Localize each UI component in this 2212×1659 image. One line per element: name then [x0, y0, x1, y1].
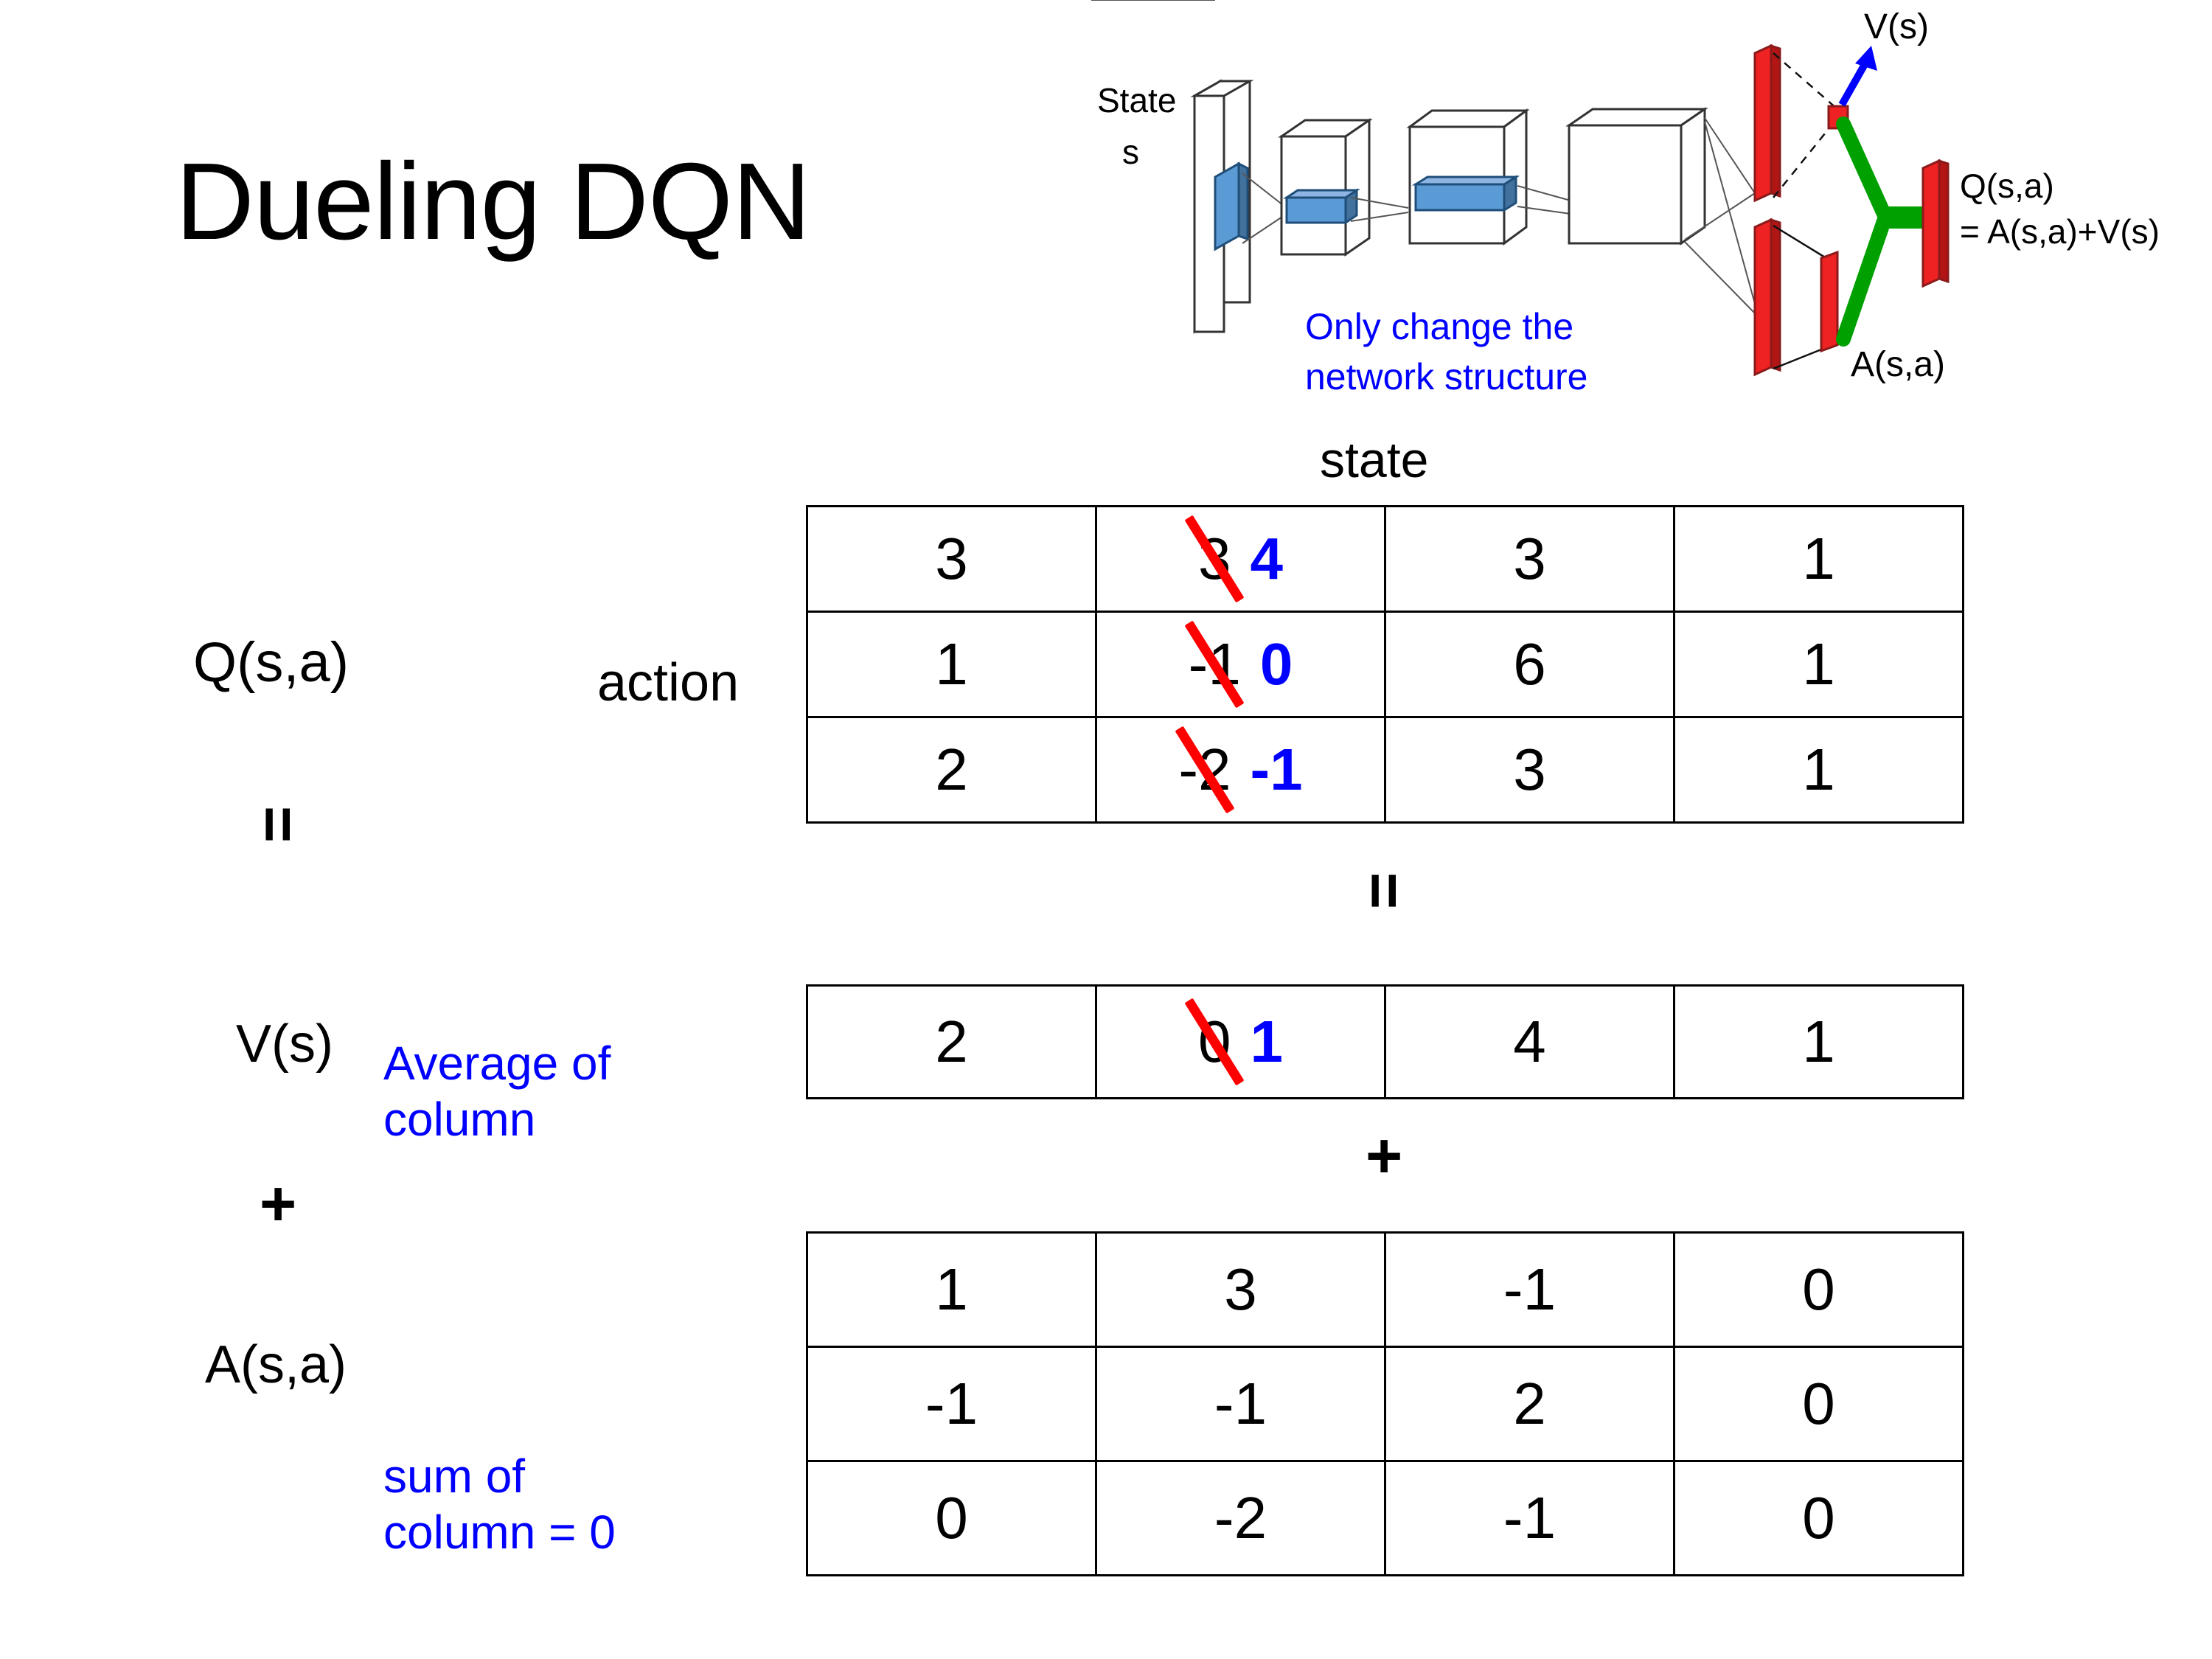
cell-value: 1 — [1802, 1009, 1835, 1074]
table-row: -1 -1 2 0 — [806, 1346, 1964, 1462]
cell-value: 1 — [1802, 526, 1835, 591]
table-cell[interactable]: 1 — [1673, 984, 1964, 1099]
equals-operator-center: = — [1349, 859, 1419, 922]
cell-value: 3 — [1513, 526, 1546, 591]
new-value: 0 — [1259, 631, 1293, 697]
table-row: 3 3 4 3 1 — [806, 505, 1964, 613]
diagram-q-label-line1: Q(s,a) — [1960, 167, 2054, 205]
table-cell-edited[interactable]: 0 1 — [1095, 984, 1386, 1099]
cell-value: 4 — [1513, 1009, 1546, 1074]
table-cell[interactable]: 0 — [1673, 1346, 1964, 1462]
table-cell[interactable]: 1 — [1673, 611, 1964, 718]
old-value: -2 — [1175, 726, 1235, 814]
table-row: 1 -1 0 6 1 — [806, 611, 1964, 718]
diagram-note-line1: Only change the — [1305, 306, 1573, 347]
diagram-note-line2: network structure — [1305, 356, 1587, 397]
cell-value: 1 — [1802, 737, 1835, 802]
equals-glyph: = — [243, 805, 314, 844]
cell-value: 2 — [935, 737, 968, 802]
table-cell[interactable]: 1 — [806, 611, 1097, 718]
table-cell[interactable]: 2 — [806, 716, 1097, 824]
cell-value: -2 — [1214, 1485, 1267, 1551]
table-cell[interactable]: 3 — [806, 505, 1097, 613]
table-cell[interactable]: 3 — [1095, 1231, 1386, 1348]
new-value: 1 — [1250, 1009, 1284, 1074]
cell-value: 1 — [935, 631, 968, 697]
sum-of-column-note: sum of column = 0 — [383, 1450, 616, 1559]
cell-value: 1 — [1802, 631, 1835, 697]
table-cell[interactable]: 0 — [1673, 1231, 1964, 1348]
cell-value: -1 — [925, 1371, 978, 1436]
edited-cell: -1 0 — [1184, 620, 1293, 709]
table-cell[interactable]: 0 — [806, 1460, 1097, 1576]
table-cell-edited[interactable]: -1 0 — [1095, 611, 1386, 718]
table-cell-edited[interactable]: -2 -1 — [1095, 716, 1386, 824]
cell-value: 3 — [1513, 737, 1546, 802]
table-cell[interactable]: 1 — [1673, 505, 1964, 613]
table-cell[interactable]: 0 — [1673, 1460, 1964, 1576]
state-axis-label: state — [1320, 432, 1429, 488]
table-cell-edited[interactable]: 3 4 — [1095, 505, 1386, 613]
old-value: 3 — [1184, 515, 1245, 603]
page-title: Dueling DQN — [175, 141, 811, 262]
diagram-state-label-line2: s — [1122, 133, 1139, 171]
cell-value: 0 — [1802, 1256, 1835, 1322]
q-function-label: Q(s,a) — [193, 631, 349, 694]
cell-value: 6 — [1513, 631, 1546, 697]
average-of-column-note: Average of column — [383, 1037, 611, 1146]
table-cell[interactable]: 1 — [1673, 716, 1964, 824]
edited-cell: 0 1 — [1184, 998, 1284, 1086]
diagram-a-label: A(s,a) — [1851, 345, 1945, 384]
equals-operator-left: = — [243, 793, 313, 856]
diagram-state-label-line1: State — [1097, 81, 1176, 119]
table-cell[interactable]: 3 — [1384, 716, 1675, 824]
plus-operator-left: + — [260, 1169, 297, 1239]
cell-value: 3 — [935, 526, 968, 591]
action-axis-label: action — [597, 653, 740, 712]
cell-value: 0 — [1802, 1371, 1835, 1436]
table-cell[interactable]: -2 — [1095, 1460, 1386, 1576]
table-cell[interactable]: 1 — [806, 1231, 1097, 1348]
table-cell[interactable]: 6 — [1384, 611, 1675, 718]
cell-value: -1 — [1214, 1371, 1267, 1436]
old-value: -1 — [1184, 620, 1245, 709]
equals-glyph: = — [1349, 872, 1420, 910]
cell-value: 3 — [1224, 1256, 1257, 1322]
v-function-label: V(s) — [236, 1015, 333, 1074]
table-row: 2 0 1 4 1 — [806, 984, 1964, 1099]
cell-value: -1 — [1503, 1485, 1557, 1551]
a-function-label: A(s,a) — [205, 1335, 347, 1394]
v-value-table: 2 0 1 4 1 — [806, 984, 1964, 1099]
table-row: 2 -2 -1 3 1 — [806, 716, 1964, 824]
plus-operator-center: + — [1366, 1121, 1403, 1192]
new-value: 4 — [1250, 526, 1284, 591]
table-cell[interactable]: -1 — [1095, 1346, 1386, 1462]
new-value: -1 — [1250, 737, 1303, 802]
cell-value: -1 — [1503, 1256, 1557, 1322]
table-cell[interactable]: -1 — [1384, 1460, 1675, 1576]
cell-value: 2 — [935, 1009, 968, 1074]
edited-cell: -2 -1 — [1175, 726, 1303, 814]
a-value-table: 1 3 -1 0 -1 -1 2 0 0 -2 -1 0 — [806, 1231, 1964, 1576]
q-value-table: 3 3 4 3 1 1 -1 0 6 — [806, 505, 1964, 824]
diagram-v-label: V(s) — [1864, 7, 1929, 46]
table-cell[interactable]: 4 — [1384, 984, 1675, 1099]
cell-value: 0 — [935, 1485, 968, 1551]
diagram-q-label-line2: = A(s,a)+V(s) — [1960, 212, 2160, 251]
table-cell[interactable]: 3 — [1384, 505, 1675, 613]
table-cell[interactable]: 2 — [1384, 1346, 1675, 1462]
old-value: 0 — [1184, 998, 1245, 1086]
table-row: 0 -2 -1 0 — [806, 1460, 1964, 1576]
table-cell[interactable]: -1 — [1384, 1231, 1675, 1348]
table-cell[interactable]: -1 — [806, 1346, 1097, 1462]
table-cell[interactable]: 2 — [806, 984, 1097, 1099]
edited-cell: 3 4 — [1184, 515, 1284, 603]
dueling-network-diagram: State s V(s) A(s,a) Q(s,a) = A(s,a)+V(s)… — [1091, 0, 2212, 413]
cell-value: 1 — [935, 1256, 968, 1322]
cell-value: 0 — [1802, 1485, 1835, 1551]
cell-value: 2 — [1513, 1371, 1546, 1436]
table-row: 1 3 -1 0 — [806, 1231, 1964, 1348]
